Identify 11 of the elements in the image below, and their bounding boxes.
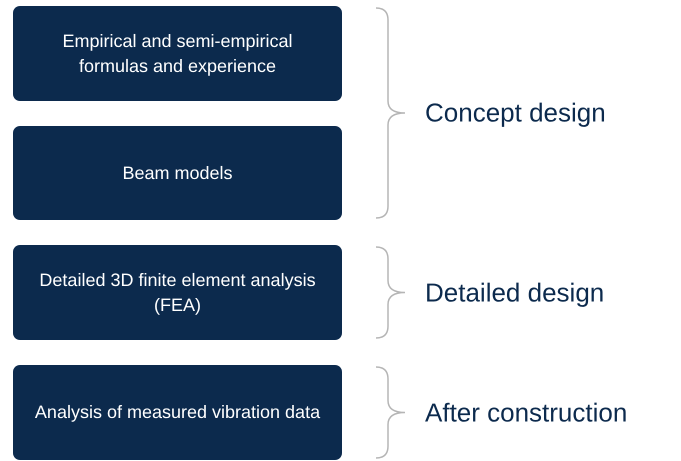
box-text: Empirical and semi-empirical formulas and experience	[61, 30, 294, 78]
box-text: Beam models	[122, 162, 233, 184]
phase-label: After construction	[425, 397, 628, 428]
process-box	[13, 6, 342, 101]
phase-label: Concept design	[425, 98, 606, 128]
process-box	[13, 245, 342, 340]
box-text: Detailed 3D finite element analysis (FEA)	[38, 268, 317, 317]
box-text: Analysis of measured vibration data	[34, 401, 320, 424]
phase-label: Detailed design	[425, 277, 604, 308]
process-box	[13, 365, 342, 460]
process-box	[13, 126, 342, 220]
